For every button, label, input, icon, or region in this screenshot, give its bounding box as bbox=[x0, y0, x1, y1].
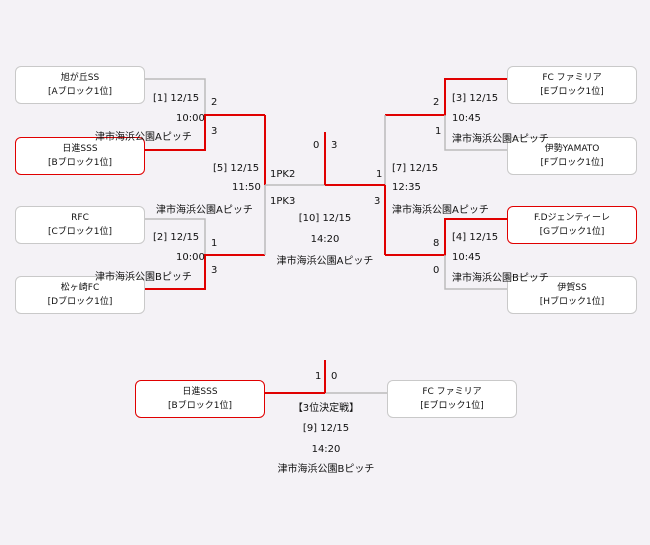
match-5-label: [5] 12/15 bbox=[213, 163, 260, 174]
m3-bottom-line bbox=[444, 115, 507, 151]
final-score-right: 3 bbox=[331, 140, 338, 151]
team-name: FC ファミリア bbox=[422, 387, 482, 397]
team-box-third-right: FC ファミリア [Eブロック1位] bbox=[387, 380, 517, 418]
team-name: F.Dジェンティーレ bbox=[534, 213, 610, 223]
match-5-pk-top: 1PK2 bbox=[270, 169, 296, 180]
team-block: [Gブロック1位] bbox=[539, 227, 605, 237]
match-1-label: [1] 12/15 bbox=[153, 93, 200, 104]
match-7-venue: 津市海浜公園Aピッチ bbox=[392, 205, 489, 216]
match-1-venue: 津市海浜公園Aピッチ bbox=[95, 132, 192, 143]
m1-bottom-line bbox=[145, 114, 265, 151]
team-block: [Bブロック1位] bbox=[48, 158, 112, 168]
team-block: [Dブロック1位] bbox=[47, 297, 113, 307]
team-box-fdgentile: F.Dジェンティーレ [Gブロック1位] bbox=[507, 206, 637, 244]
match-4-score-bottom: 0 bbox=[433, 265, 440, 276]
third-title: 【3位決定戦】 bbox=[292, 403, 360, 414]
m2-top-line bbox=[145, 218, 206, 255]
match-2-score-top: 1 bbox=[211, 238, 218, 249]
match-2-venue: 津市海浜公園Bピッチ bbox=[95, 272, 192, 283]
third-label: [9] 12/15 bbox=[302, 423, 350, 434]
match-1-score-top: 2 bbox=[211, 97, 218, 108]
third-venue: 津市海浜公園Bピッチ bbox=[277, 464, 375, 475]
team-box-matsugasaki: 松ヶ崎FC [Dブロック1位] bbox=[15, 276, 145, 314]
team-block: [Eブロック1位] bbox=[540, 87, 604, 97]
m2-bottom-line bbox=[145, 254, 265, 290]
team-box-familia: FC ファミリア [Eブロック1位] bbox=[507, 66, 637, 104]
match-3-score-bottom: 1 bbox=[435, 126, 442, 137]
match-2-label: [2] 12/15 bbox=[153, 232, 200, 243]
match-4-time: 10:45 bbox=[452, 252, 481, 263]
match-2-time: 10:00 bbox=[176, 252, 205, 263]
team-block: [Bブロック1位] bbox=[168, 401, 232, 411]
team-block: [Hブロック1位] bbox=[539, 297, 605, 307]
match-5-time: 11:50 bbox=[232, 182, 261, 193]
match-3-score-top: 2 bbox=[433, 97, 440, 108]
team-box-third-left: 日進SSS [Bブロック1位] bbox=[135, 380, 265, 418]
team-block: [Eブロック1位] bbox=[420, 401, 484, 411]
team-name: RFC bbox=[71, 213, 89, 223]
team-box-rfc: RFC [Cブロック1位] bbox=[15, 206, 145, 244]
final-venue: 津市海浜公園Aピッチ bbox=[276, 256, 374, 267]
team-name: 松ヶ崎FC bbox=[60, 283, 100, 293]
team-box-nisshin: 日進SSS [Bブロック1位] bbox=[15, 137, 145, 175]
team-box-iga: 伊賀SS [Hブロック1位] bbox=[507, 276, 637, 314]
team-name: 日進SSS bbox=[182, 387, 218, 397]
match-4-label: [4] 12/15 bbox=[452, 232, 499, 243]
match-2-score-bottom: 3 bbox=[211, 265, 218, 276]
team-block: [Cブロック1位] bbox=[47, 227, 113, 237]
match-7-score-top: 1 bbox=[376, 169, 383, 180]
m4-bottom-line bbox=[444, 255, 507, 290]
team-box-asahigaoka: 旭が丘SS [Aブロック1位] bbox=[15, 66, 145, 104]
match-5-venue: 津市海浜公園Aピッチ bbox=[156, 205, 253, 216]
third-score-left: 1 bbox=[315, 371, 322, 382]
team-block: [Fブロック1位] bbox=[540, 158, 604, 168]
team-name: 日進SSS bbox=[62, 144, 98, 154]
final-label: [10] 12/15 bbox=[298, 213, 352, 224]
final-time: 14:20 bbox=[310, 234, 340, 245]
match-3-venue: 津市海浜公園Aピッチ bbox=[452, 134, 549, 145]
match-1-time: 10:00 bbox=[176, 113, 205, 124]
match-4-score-top: 8 bbox=[433, 238, 440, 249]
match-7-label: [7] 12/15 bbox=[392, 163, 439, 174]
team-name: FC ファミリア bbox=[542, 73, 602, 83]
match-7-score-bottom: 3 bbox=[374, 196, 381, 207]
match-5-pk-bottom: 1PK3 bbox=[270, 196, 296, 207]
match-3-label: [3] 12/15 bbox=[452, 93, 499, 104]
m3-top-line bbox=[385, 78, 507, 116]
m4-top-line bbox=[385, 218, 507, 256]
third-time: 14:20 bbox=[311, 444, 341, 455]
team-block: [Aブロック1位] bbox=[48, 87, 112, 97]
final-score-left: 0 bbox=[313, 140, 320, 151]
m1-top-line bbox=[145, 78, 206, 115]
team-name: 伊賀SS bbox=[557, 283, 587, 293]
match-3-time: 10:45 bbox=[452, 113, 481, 124]
team-name: 伊勢YAMATO bbox=[544, 144, 600, 154]
match-7-time: 12:35 bbox=[392, 182, 421, 193]
third-score-right: 0 bbox=[331, 371, 338, 382]
team-name: 旭が丘SS bbox=[60, 73, 100, 83]
team-box-iseyamato: 伊勢YAMATO [Fブロック1位] bbox=[507, 137, 637, 175]
match-1-score-bottom: 3 bbox=[211, 126, 218, 137]
match-4-venue: 津市海浜公園Bピッチ bbox=[452, 273, 549, 284]
